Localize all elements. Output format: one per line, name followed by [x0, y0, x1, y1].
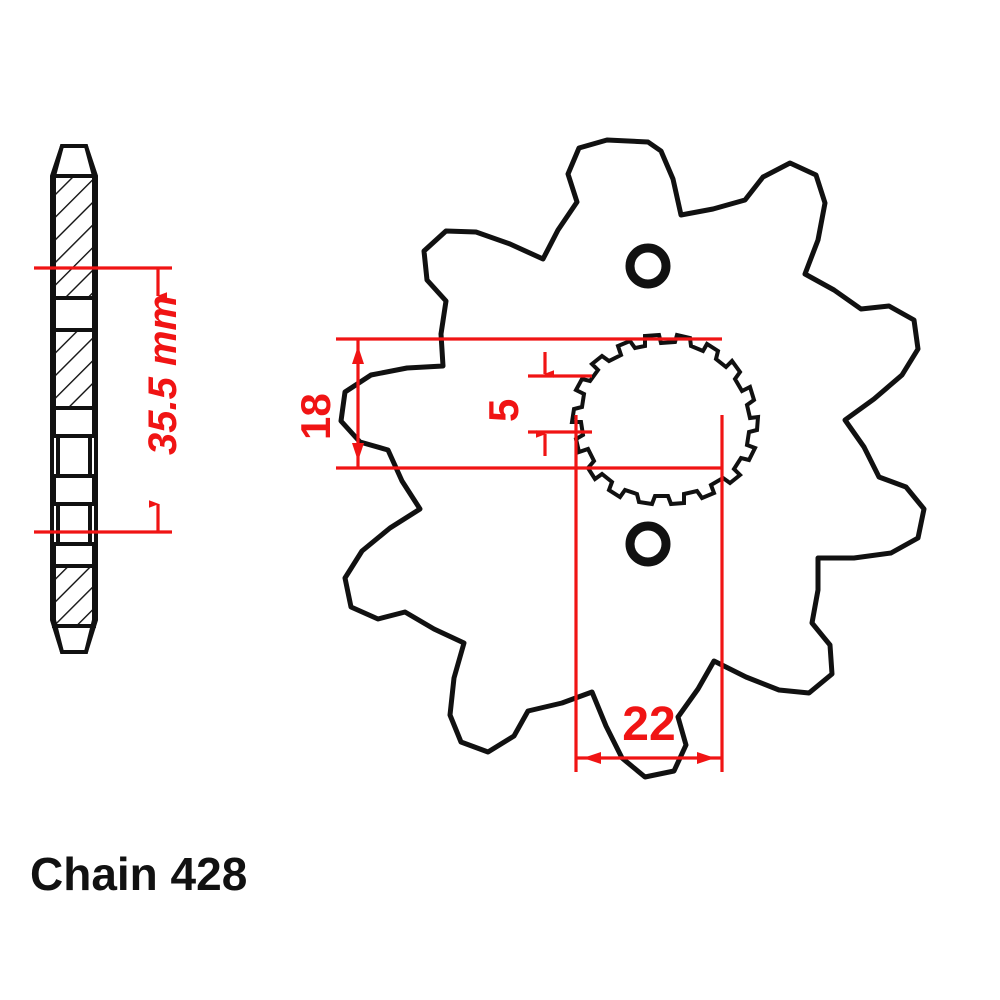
bolt-hole-lower: [625, 521, 671, 567]
dimension-22-label: 22: [622, 698, 675, 751]
side-view-group: 35.5 mm: [34, 144, 185, 654]
side-section-hatch-2: [52, 328, 96, 410]
dimension-22: 22: [574, 415, 724, 772]
sprocket-outline: [338, 137, 927, 780]
side-section-hatch-3: [52, 564, 96, 628]
front-view-group: 18 5 22: [292, 137, 927, 780]
side-plain-band-1: [52, 296, 96, 332]
side-top-cap: [51, 144, 97, 178]
side-plain-band-bottom: [52, 619, 96, 654]
dimension-18: 18: [292, 337, 722, 470]
dimension-5-label: 5: [480, 399, 527, 422]
dimension-18-label: 18: [292, 393, 339, 440]
side-section-hatch-top: [52, 174, 96, 300]
bolt-hole-upper: [625, 243, 671, 289]
dimension-35-5mm: 35.5 mm: [34, 266, 185, 534]
dimension-5: 5: [480, 352, 592, 456]
splined-bore: [569, 332, 761, 507]
caption-group: Chain 428: [30, 848, 247, 900]
dimension-35-5mm-label: 35.5 mm: [141, 295, 185, 455]
side-roller-windows: [52, 406, 96, 568]
chain-caption: Chain 428: [30, 848, 247, 900]
